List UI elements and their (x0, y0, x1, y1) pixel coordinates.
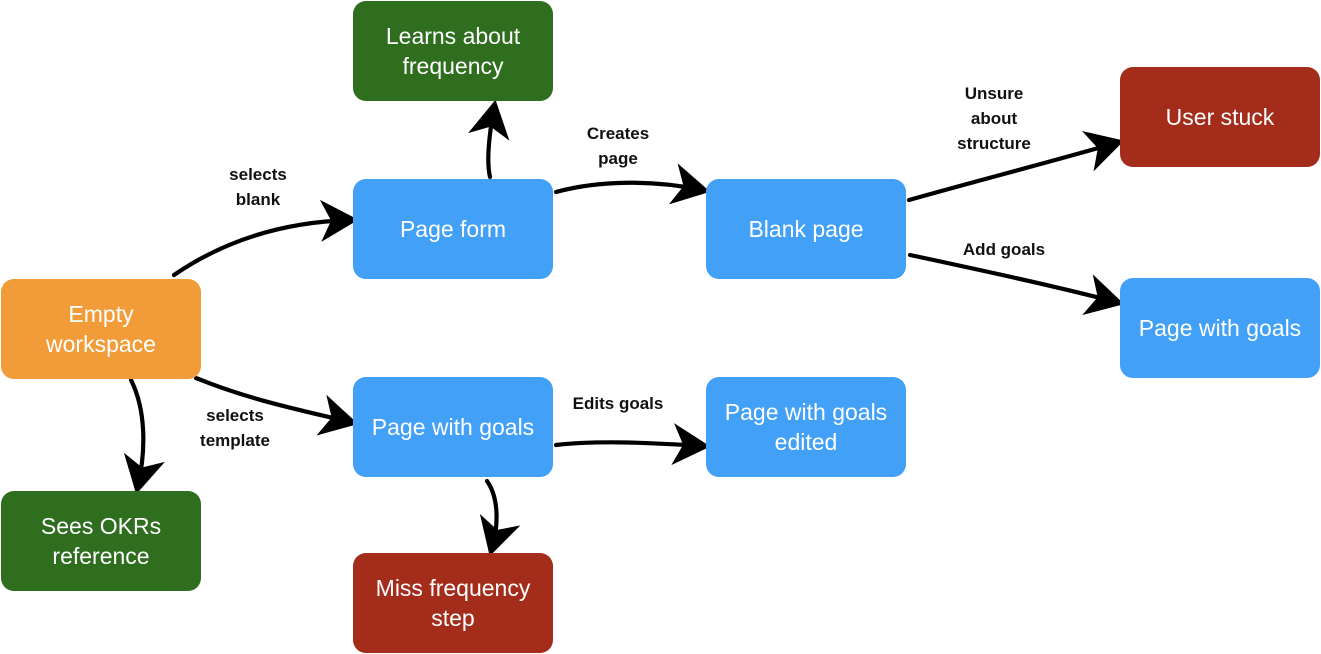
edge-label-unsure-structure: Unsure about structure (957, 84, 1031, 153)
node-blank-page: Blank page (706, 179, 906, 279)
edge-to-miss-frequency (479, 478, 521, 557)
node-label: Empty workspace (46, 301, 156, 357)
edge-unsure-structure (906, 130, 1125, 203)
node-label: Page with goals (371, 414, 535, 440)
node-user-stuck: User stuck (1120, 67, 1320, 167)
node-sees-okrs-reference: Sees OKRs reference (1, 491, 201, 591)
node-miss-frequency-step: Miss frequency step (353, 553, 553, 653)
edge-label-selects-blank: selects blank (229, 165, 287, 209)
node-label: Sees OKRs reference (40, 513, 162, 569)
edge-add-goals (907, 252, 1125, 316)
node-label: Page with goals (1138, 315, 1302, 341)
edge-edits-goals (553, 423, 711, 466)
edge-label-selects-template: selects template (200, 406, 270, 450)
node-label: Blank page (748, 216, 864, 242)
edge-label-edits-goals: Edits goals (572, 394, 664, 413)
edge-to-learns-frequency (468, 99, 510, 180)
edge-label-creates-page: Creates page (586, 124, 650, 168)
edge-label-add-goals: Add goals (962, 240, 1046, 259)
node-label: Learns about frequency (385, 23, 521, 79)
node-label: Miss frequency step (375, 575, 531, 631)
node-page-with-goals-edited: Page with goals edited (706, 377, 906, 477)
node-learns-frequency: Learns about frequency (353, 1, 553, 101)
edge-to-sees-okrs (123, 377, 165, 495)
node-page-form: Page form (353, 179, 553, 279)
node-label: User stuck (1165, 104, 1275, 130)
node-page-with-goals-center: Page with goals (353, 377, 553, 477)
edge-creates-page (553, 163, 711, 205)
node-label: Page with goals edited (724, 399, 888, 455)
edge-selects-blank (171, 199, 359, 278)
node-label: Page form (399, 216, 507, 242)
edge-selects-template (193, 375, 359, 436)
node-page-with-goals-right: Page with goals (1120, 278, 1320, 378)
node-empty-workspace: Empty workspace (1, 279, 201, 379)
